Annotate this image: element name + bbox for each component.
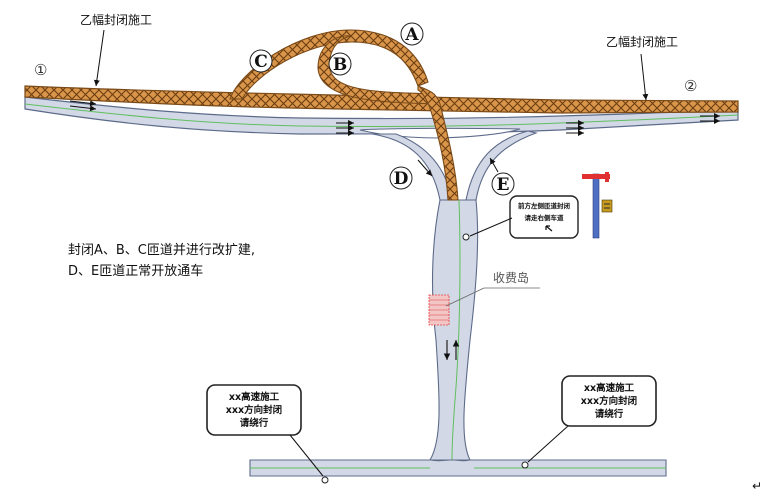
note-line-1: 封闭A、B、C匝道并进行改扩建, [68, 243, 255, 258]
left-sign-line-1: xx高速施工 [229, 391, 280, 403]
ramp-e-circle [491, 172, 515, 196]
local-road [249, 459, 667, 477]
ramp-sign-line-2: 请走右侧车道 [525, 213, 565, 222]
ramp-d-arrow [417, 159, 433, 177]
work-leader-right [640, 53, 649, 101]
ramp-sign-leader [469, 217, 513, 237]
right-sign-line-1: xx高速施工 [584, 382, 635, 394]
ramp-c-circle [249, 49, 273, 73]
ramp-e-label: E [497, 175, 510, 195]
node-2-label: ② [684, 77, 697, 95]
ramp-sign-line-1: 前方左侧匝道封闭 [518, 201, 571, 210]
return-mark: ↵ [752, 479, 762, 493]
right-sign-line-3: 请绕行 [595, 408, 624, 420]
right-sign-anchor [521, 461, 529, 469]
node-1-label: ① [34, 61, 47, 79]
work-leader-left [93, 29, 105, 87]
ramp-warning-sign: 前方左侧匝道封闭 请走右侧车道 [509, 195, 579, 239]
toll-island-hatch [429, 299, 449, 321]
left-sign-leader [289, 434, 324, 477]
note-line-2: D、E匝道正常开放通车 [68, 263, 203, 279]
ramp-a-road [417, 85, 459, 201]
ramp-sign-anchor [462, 233, 470, 241]
ramp-a-label: A [404, 25, 419, 45]
ramp-a-circle [400, 22, 424, 46]
ramp-sign-arrow-icon [545, 225, 553, 232]
connector-lane-line [451, 199, 461, 461]
detour-sign-left: xx高速施工 xxx方向封闭 请绕行 [206, 384, 302, 436]
flow-arrows-right-outer [700, 113, 720, 124]
local-road-merge [429, 459, 471, 462]
ramp-d-circle [389, 166, 413, 190]
left-sign-line-2: xxx方向封闭 [226, 404, 282, 416]
ramp-e-arrow [489, 157, 499, 173]
flow-arrows-mid [336, 120, 354, 136]
flow-arrows-left [69, 100, 97, 112]
left-sign-line-3: 请绕行 [240, 417, 269, 429]
detour-sign-right: xx高速施工 xxx方向封闭 请绕行 [561, 375, 657, 427]
work-label-right: 乙幅封闭施工 [606, 34, 678, 49]
toll-leader-line [445, 287, 485, 307]
right-sign-leader [527, 425, 569, 463]
barrier-pole-icon [582, 172, 613, 239]
ramp-b-circle [328, 52, 352, 76]
toll-station-label: 收费岛 [493, 270, 529, 285]
ramp-b-label: B [333, 55, 347, 75]
main-lane-line [24, 103, 739, 128]
main-highway-open [24, 96, 739, 135]
work-label-left: 乙幅封闭施工 [80, 12, 152, 27]
ramp-d-label: D [394, 169, 409, 189]
ramp-c-label: C [254, 52, 268, 72]
flow-arrows-right-inner [566, 120, 584, 136]
connector-arrows [443, 340, 460, 360]
left-sign-anchor [321, 476, 329, 484]
right-sign-line-2: xxx方向封闭 [581, 395, 637, 407]
ramp-b-loop [317, 35, 435, 105]
